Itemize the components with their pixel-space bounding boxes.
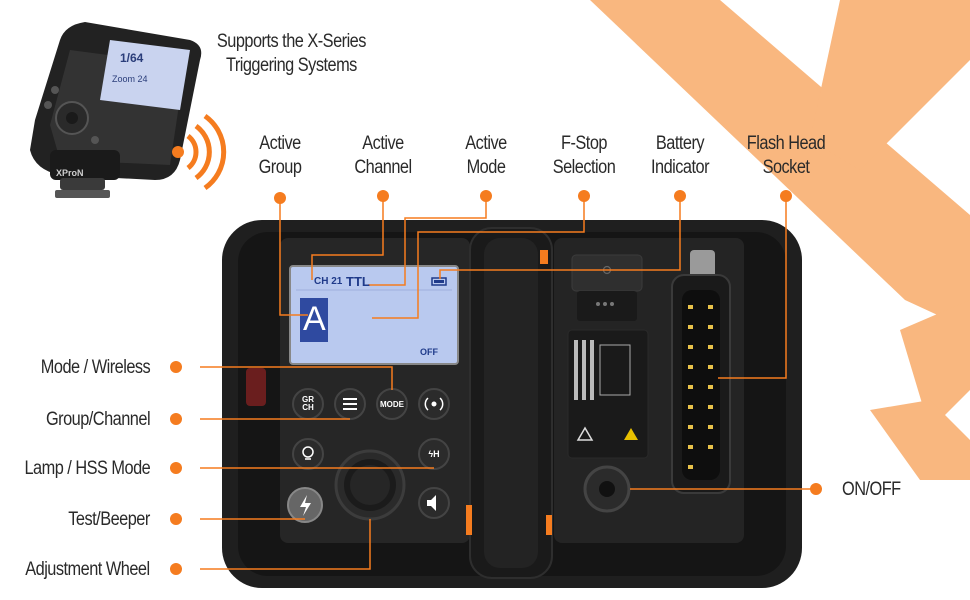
lcd-mode: TTL [346,274,370,289]
battery-compartment [567,254,649,513]
label-adjustment-wheel: Adjustment Wheel [25,559,151,580]
side-port [246,368,266,406]
label-flash-head-socket: Flash Head Socket [739,132,834,180]
label-line: Selection [552,157,616,178]
label-mode-wireless: Mode / Wireless [40,357,151,378]
button-label-line: CH [302,403,314,412]
label-line: Battery [655,133,705,154]
label-line: Socket [762,157,810,178]
button-label-line: GR [302,395,314,404]
background-stripe [870,400,970,480]
svg-text:1/64: 1/64 [120,51,144,65]
label-group-channel: Group/Channel [45,409,151,430]
label-battery-indicator: Battery Indicator [637,132,723,180]
label-fstop-selection: F-Stop Selection [541,132,627,180]
mode-button[interactable]: MODE [380,400,404,409]
transmitter-brand: XProN [56,168,84,178]
wireless-signal-icon [172,113,227,191]
label-line: Active [259,133,301,154]
callout-dots [170,190,822,575]
label-active-channel: Active Channel [340,132,426,180]
label-line: Channel [354,157,412,178]
callout-lines [200,196,814,570]
label-active-group: Active Group [237,132,323,180]
hss-button[interactable]: ϟH [428,449,440,459]
background-stripe [900,300,970,430]
label-lamp-hss-mode: Lamp / HSS Mode [24,458,150,479]
label-line: F-Stop [561,133,607,154]
label-on-off: ON/OFF [842,479,901,500]
background-stripe [590,0,970,330]
lcd-group: A [303,300,326,338]
label-line: Active [362,133,404,154]
transmitter-caption-line2: Triggering Systems [225,55,357,76]
flash-head-socket [671,250,731,494]
transmitter-caption: Supports the X-Series Triggering Systems [214,30,369,78]
label-test-beeper: Test/Beeper [68,509,150,530]
label-line: Indicator [650,157,710,178]
transmitter-image: 1/64 Zoom 24 [30,22,202,198]
lcd-status: OFF [420,347,438,357]
transmitter-caption-line1: Supports the X-Series [216,31,367,52]
svg-text:Zoom 24: Zoom 24 [112,74,148,84]
lcd-channel: CH 21 [314,276,343,287]
label-line: Group [258,157,302,178]
label-line: Active [465,133,507,154]
label-line: Flash Head [746,133,826,154]
label-active-mode: Active Mode [443,132,529,180]
background-stripe [810,0,970,170]
label-line: Mode [466,157,506,178]
lcd-screen [289,265,459,365]
group-channel-button[interactable]: GR CH [298,396,318,412]
